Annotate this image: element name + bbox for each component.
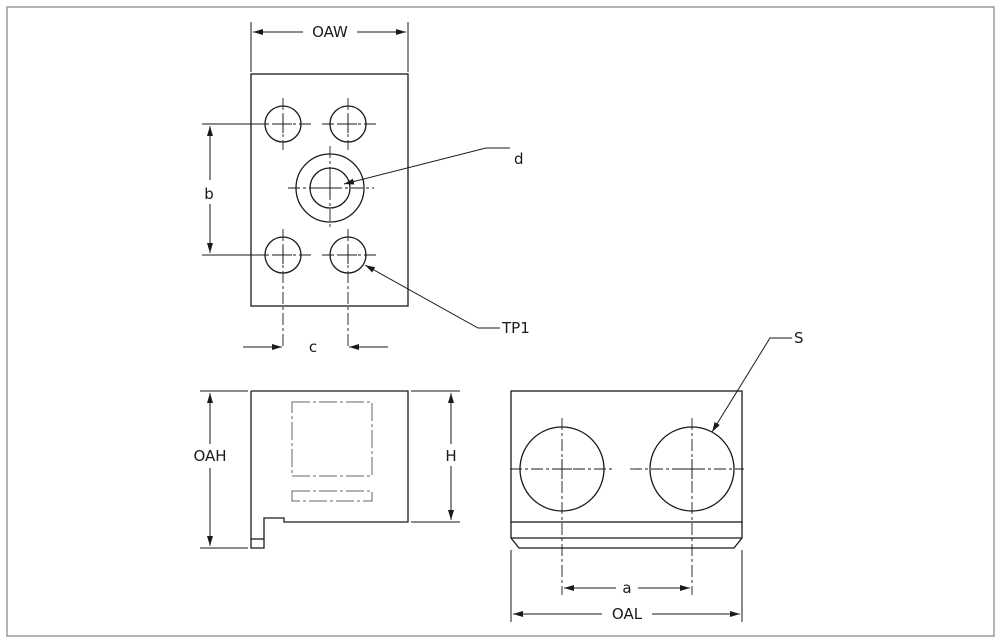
leader-s: S	[711, 329, 804, 433]
dimension-oal: OAL	[510, 550, 743, 623]
hole-top-left	[257, 98, 314, 150]
side-view-outline	[250, 390, 409, 549]
label-tp1: TP1	[501, 319, 530, 337]
side-view: OAH H	[193, 390, 460, 549]
hidden-pocket	[291, 401, 373, 477]
label-a: a	[622, 579, 631, 597]
dimension-h: H	[411, 390, 460, 523]
front-view-base	[510, 522, 743, 549]
leader-d: d	[343, 147, 524, 185]
dimension-oah: OAH	[193, 390, 248, 549]
label-oal: OAL	[612, 605, 643, 623]
center-hole	[288, 146, 374, 230]
label-d: d	[514, 150, 524, 168]
dimension-a: a	[564, 579, 690, 597]
dimension-oaw: OAW	[250, 22, 409, 72]
label-s: S	[794, 329, 804, 347]
label-oah: OAH	[193, 447, 226, 465]
front-view-body	[510, 390, 743, 523]
label-c: c	[309, 338, 317, 356]
front-view: S a OAL	[510, 329, 804, 623]
drawing-frame	[6, 6, 995, 637]
dimension-c: c	[243, 338, 388, 356]
label-b: b	[204, 185, 214, 203]
label-oaw: OAW	[312, 23, 348, 41]
top-view-outline	[250, 73, 409, 307]
label-h: H	[445, 447, 456, 465]
bore-left	[510, 418, 614, 595]
hidden-slot	[291, 490, 373, 502]
hole-top-right	[322, 98, 378, 150]
leader-tp1: TP1	[364, 264, 530, 337]
top-view: OAW b c d TP1	[202, 22, 530, 356]
hole-bottom-left	[257, 229, 314, 346]
hole-bottom-right	[322, 229, 378, 346]
bore-right	[630, 418, 744, 595]
dimension-b: b	[202, 123, 264, 256]
